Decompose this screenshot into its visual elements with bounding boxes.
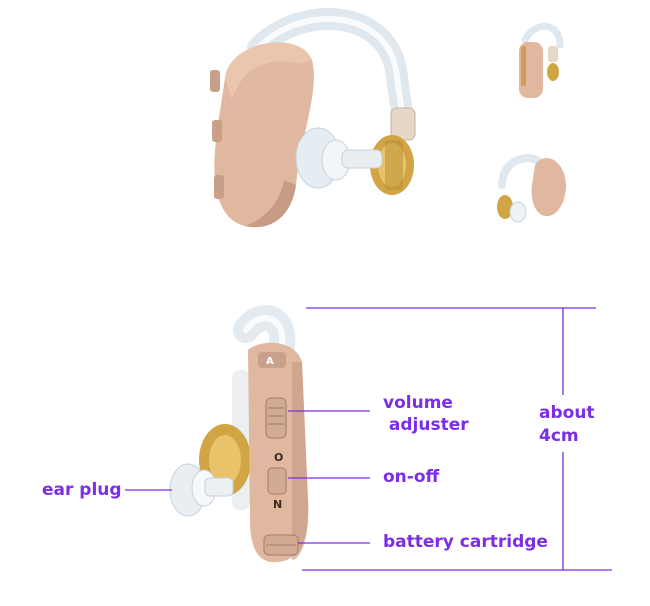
- battery-label: battery cartridge: [383, 532, 548, 552]
- switch-o-mark: O: [274, 451, 283, 464]
- callout-lines: [125, 307, 612, 571]
- small-hearing-aid-1: [519, 22, 564, 98]
- volume-label-line2: adjuster: [383, 415, 469, 435]
- size-label-line2: 4cm: [539, 426, 579, 446]
- earplug-label: ear plug: [42, 480, 122, 500]
- top-badge-mark: A: [266, 356, 274, 367]
- labeled-hearing-aid: [169, 305, 309, 563]
- large-hearing-aid: [210, 8, 416, 228]
- onoff-label: on-off: [383, 467, 440, 487]
- switch-n-mark: N: [273, 498, 282, 511]
- size-label-line1: about: [539, 403, 595, 423]
- volume-label-line1: volume: [383, 393, 453, 413]
- small-hearing-aid-2: [497, 154, 566, 223]
